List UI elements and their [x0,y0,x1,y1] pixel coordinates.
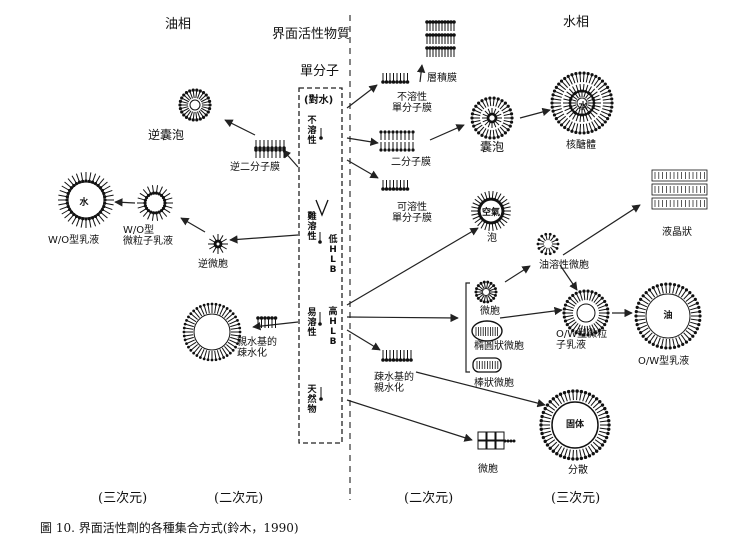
soluble-monolayer-shape [381,180,410,191]
insoluble-monolayer-label: 不溶性 單分子膜 [392,92,432,114]
surfactant-label: 界面活性物質 [272,27,351,42]
foam-label: 泡 [487,233,497,244]
reverse-micelle-label: 逆微胞 [198,259,228,270]
dispersion-shape [539,389,611,461]
multilayer-shape-b [425,33,456,44]
surface-row-left [256,316,278,328]
dim-label-2: (二次元) [214,491,264,506]
micelle-brace [465,282,470,373]
soluble-monolayer-label: 可溶性 單分子膜 [392,202,432,224]
oil-soluble-micelle-label: 油溶性微胞 [539,260,589,271]
ow-emulsion-label: O/W型乳液 [638,356,690,367]
ow-micro-shape [562,289,610,337]
monomer-mol-3 [318,232,322,244]
wo-emulsion-shape [58,172,114,228]
monomer-label: 單分子 [300,64,340,79]
ow-emulsion-core: 油 [663,311,673,321]
micelle-shape [474,280,498,304]
liquid-crystal-shape [651,169,708,210]
figure-caption: 圖 10. 界面活性劑的各種集合方式(鈴木，1990) [40,521,299,535]
reverse-bilayer-shape-b [254,148,286,158]
rod-micelle-shape [472,357,502,373]
slightly-soluble-label: 難溶性 [307,212,317,242]
hydrophobic-hydrophilized-label: 疎水基的 親水化 [374,372,414,394]
vesicle-shape [470,96,514,140]
monomer-mol-4 [318,312,322,326]
natural-label: 天然物 [307,385,317,415]
ellipsoid-micelle-label: 橢圓狀微胞 [474,341,524,352]
wo-micro-label: W/O型 微粒子乳液 [123,225,173,247]
liposome-label: 核醣體 [566,140,596,151]
vesicle-inner [482,108,502,128]
soluble-label: 易溶性 [307,308,317,338]
insoluble-label: 不溶性 [307,116,317,146]
micelle-label: 微胞 [480,306,500,317]
wo-emulsion-label: W/O型乳液 [48,235,100,246]
wo-emulsion-core: 水 [79,198,89,208]
dispersion-core: 固体 [565,420,584,430]
rod-micelle-label: 棒狀微胞 [474,378,514,389]
vesicle-label: 囊泡 [480,140,505,154]
hydrophobic-hydrophilized-shape [381,350,413,362]
micelle-chain-shape [477,431,516,450]
reverse-vesicle-shape [178,88,212,122]
reverse-bilayer-shape [254,140,286,150]
multilayer-label: 層積膜 [427,73,457,84]
wo-micro-shape [137,185,173,221]
low-hlb-label: 低HLB [328,235,338,275]
monomer-box [298,87,343,444]
monomer-mol-1 [319,128,323,140]
micelle-label-2: 微胞 [478,464,498,475]
hydrophilic-hydrophobized-shape [182,302,242,362]
high-hlb-label: 高HLB [328,307,338,347]
monomer-mol-2 [315,199,329,217]
hydrophilic-hydrophobized-label: 親水基的 疎水化 [237,337,277,359]
liquid-crystal-label: 液晶狀 [662,227,692,238]
ow-emulsion-shape [634,282,702,350]
reverse-micelle-shape [208,234,228,254]
dim-label-3: (二次元) [404,491,454,506]
reverse-vesicle-label: 逆囊泡 [148,128,185,142]
water-phase-label: 水相 [563,15,590,30]
oil-soluble-micelle-shape [536,232,560,256]
liposome-shape [550,71,614,135]
ellipsoid-micelle-shape [471,320,503,342]
dim-label-4: (三次元) [551,491,601,506]
insoluble-monolayer-shape [381,73,410,84]
ow-micro-label: O/W型微粒 子乳液 [556,329,608,351]
multilayer-shape-a [425,20,456,31]
pair-label: (對水) [304,95,334,106]
monomer-mol-5 [319,387,323,401]
liposome-inner-2 [568,89,596,117]
dispersion-label: 分散 [568,465,588,476]
foam-shape [471,191,511,231]
multilayer-shape-c [425,46,456,57]
bilayer-label: 二分子膜 [391,157,431,168]
liposome-core: 水 [578,102,588,112]
reverse-bilayer-label: 逆二分子膜 [230,162,280,173]
arrows [114,64,641,442]
foam-core: 空氣 [481,208,500,218]
oil-phase-label: 油相 [165,17,192,32]
bilayer-shape [379,130,415,152]
dim-label-1: (三次元) [98,491,148,506]
